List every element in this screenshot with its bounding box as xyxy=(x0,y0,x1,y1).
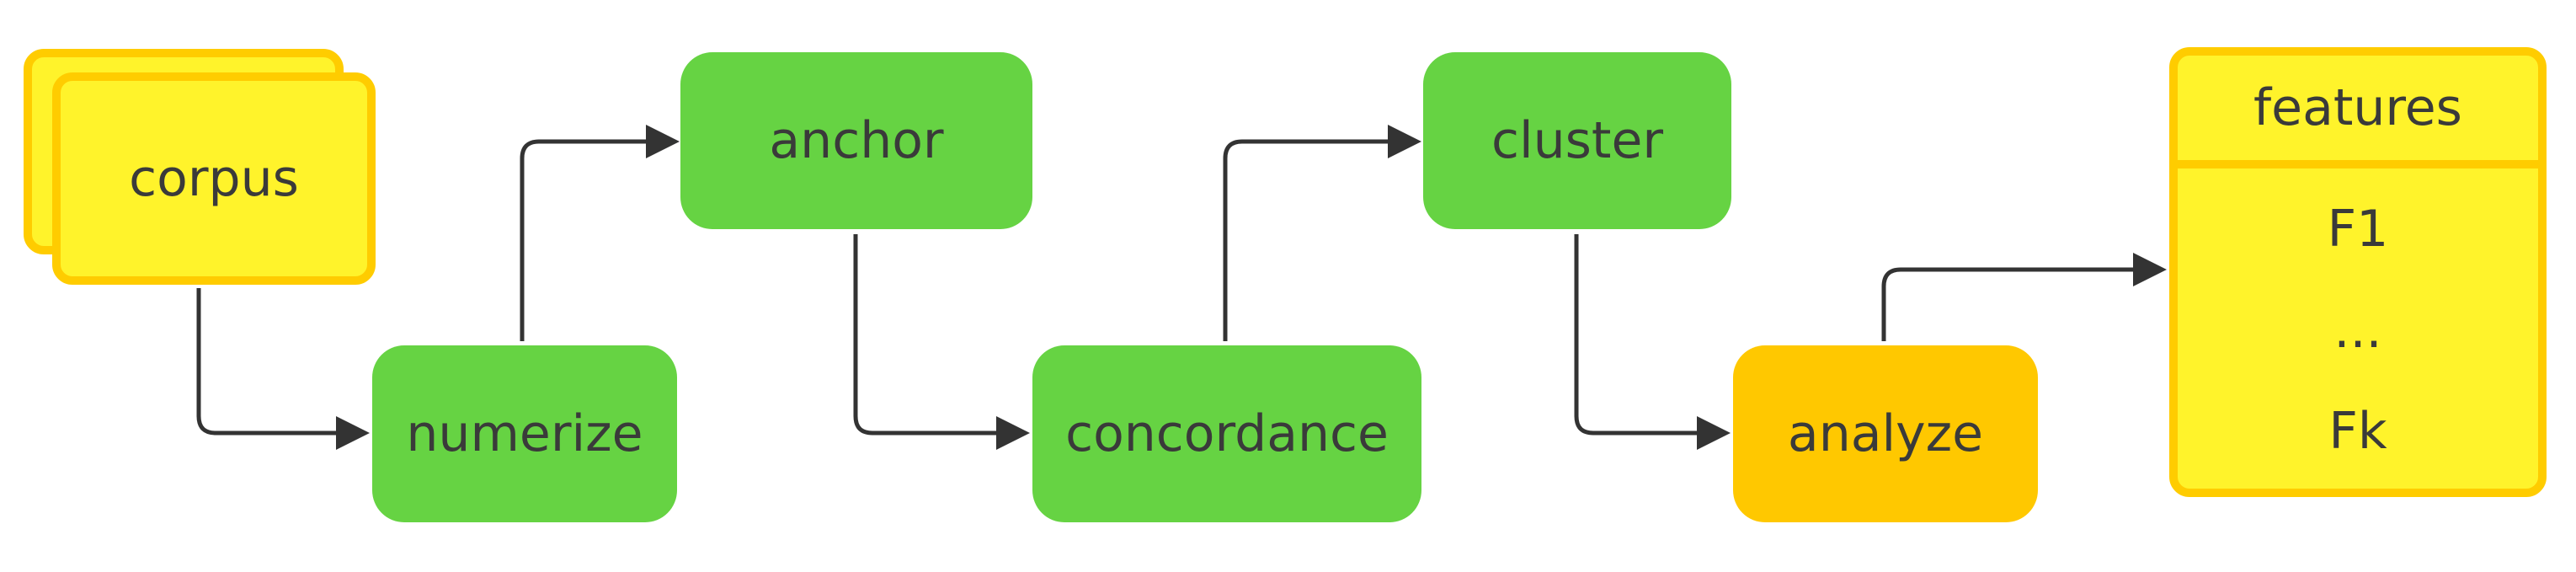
features-table[interactable]: features F1 ... Fk xyxy=(2169,47,2547,497)
features-row-label: ... xyxy=(2333,301,2382,360)
concordance-label: concordance xyxy=(1065,404,1389,463)
numerize-label: numerize xyxy=(406,404,643,463)
features-row-label: F1 xyxy=(2327,200,2389,259)
features-row-label: Fk xyxy=(2328,402,2387,461)
features-row: F1 xyxy=(2178,195,2538,263)
edge-concordance-to-cluster xyxy=(1223,125,1421,341)
features-row: ... xyxy=(2178,297,2538,364)
concordance-node[interactable]: concordance xyxy=(1032,345,1421,522)
edge-numerize-to-anchor xyxy=(520,125,680,341)
cluster-label: cluster xyxy=(1491,111,1664,170)
corpus-label: corpus xyxy=(129,149,299,208)
edge-cluster-to-analyze xyxy=(1574,234,1731,450)
edge-anchor-to-concordance xyxy=(853,234,1030,450)
anchor-node[interactable]: anchor xyxy=(680,52,1032,229)
corpus-document[interactable]: corpus xyxy=(52,72,376,285)
features-row: Fk xyxy=(2178,398,2538,465)
anchor-label: anchor xyxy=(769,111,944,170)
edge-corpus-to-numerize xyxy=(196,288,370,450)
cluster-node[interactable]: cluster xyxy=(1423,52,1731,229)
analyze-node[interactable]: analyze xyxy=(1733,345,2038,522)
features-header: features xyxy=(2178,56,2538,168)
features-title: features xyxy=(2253,78,2462,137)
numerize-node[interactable]: numerize xyxy=(372,345,677,522)
analyze-label: analyze xyxy=(1787,404,1984,463)
edge-analyze-to-features xyxy=(1881,253,2167,341)
